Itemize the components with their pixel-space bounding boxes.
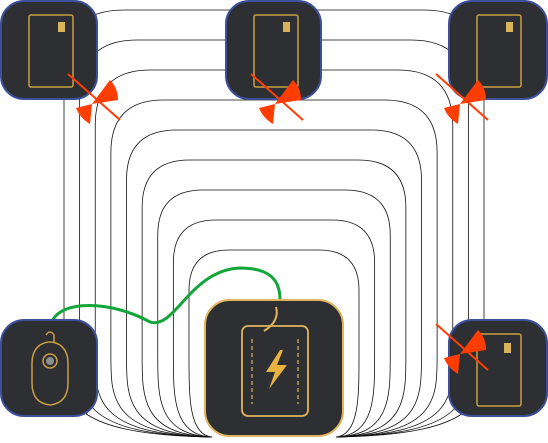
- range-ring: [126, 129, 422, 438]
- tag-icon: [31, 331, 69, 406]
- card-tile-top-left: [0, 0, 98, 100]
- range-ring: [110, 99, 438, 438]
- tag-tile: [0, 319, 98, 417]
- card-tile-bottom-right: [448, 319, 548, 417]
- range-ring: [172, 219, 376, 438]
- card-tile-top-center: [225, 0, 322, 100]
- battery-pack-icon: [241, 306, 309, 417]
- lightning-bolt-icon: [266, 350, 287, 389]
- signal-off-icon: [435, 73, 489, 124]
- range-ring: [157, 189, 391, 438]
- tag-cable: [50, 266, 282, 325]
- smart-card-icon: [28, 14, 74, 88]
- signal-off-icon: [250, 73, 304, 124]
- charging-hub-tile: [204, 299, 344, 437]
- range-ring: [141, 159, 407, 438]
- signal-off-icon: [67, 73, 121, 124]
- card-tile-top-right: [448, 0, 548, 100]
- smart-card-icon: [476, 14, 522, 88]
- signal-off-icon: [435, 323, 489, 374]
- range-ring: [188, 249, 360, 438]
- smart-card-icon: [253, 14, 299, 88]
- smart-card-icon: [476, 333, 522, 407]
